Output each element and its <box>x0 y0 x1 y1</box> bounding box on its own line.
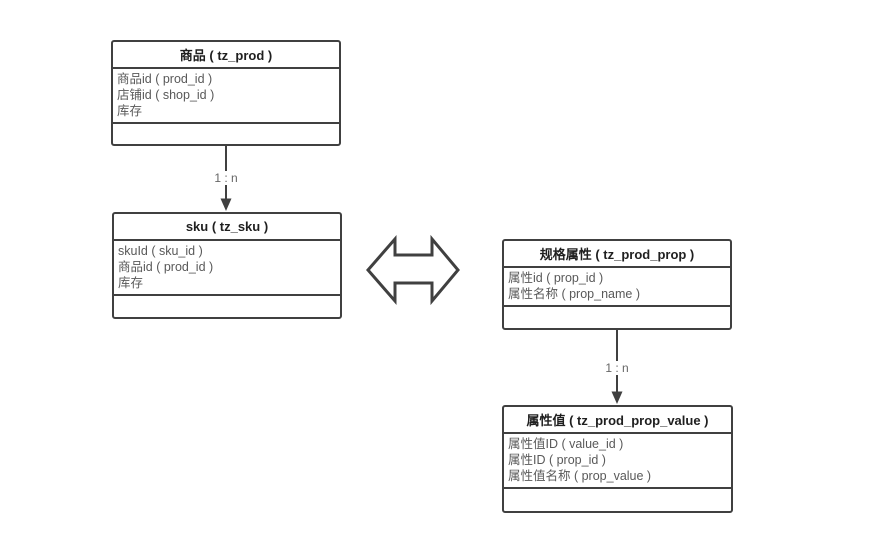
double-arrow-icon <box>366 234 460 306</box>
entity-prod: 商品 ( tz_prod ) 商品id ( prod_id ) 店铺id ( s… <box>111 40 341 146</box>
entity-field: 属性名称 ( prop_name ) <box>508 287 640 301</box>
entity-fields: skuId ( sku_id ) 商品id ( prod_id ) 库存 <box>114 241 340 296</box>
entity-field: 属性ID ( prop_id ) <box>508 453 606 467</box>
entity-footer <box>114 296 340 317</box>
entity-field: 库存 <box>118 276 144 290</box>
entity-fields: 商品id ( prod_id ) 店铺id ( shop_id ) 库存 <box>113 69 339 124</box>
entity-footer <box>504 307 730 328</box>
entity-title: 商品 ( tz_prod ) <box>113 42 339 69</box>
entity-field: 库存 <box>117 104 143 118</box>
entity-prod-prop: 规格属性 ( tz_prod_prop ) 属性id ( prop_id ) 属… <box>502 239 732 330</box>
entity-field: 属性值名称 ( prop_value ) <box>508 469 652 483</box>
entity-title: sku ( tz_sku ) <box>114 214 340 241</box>
entity-field: 商品id ( prod_id ) <box>117 72 213 86</box>
entity-field: skuId ( sku_id ) <box>118 244 203 258</box>
entity-sku: sku ( tz_sku ) skuId ( sku_id ) 商品id ( p… <box>112 212 342 319</box>
entity-prod-prop-value: 属性值 ( tz_prod_prop_value ) 属性值ID ( value… <box>502 405 733 513</box>
entity-footer <box>504 489 731 511</box>
entity-fields: 属性id ( prop_id ) 属性名称 ( prop_name ) <box>504 268 730 307</box>
arrowhead-down-icon <box>611 391 623 404</box>
arrowhead-down-icon <box>220 198 232 211</box>
entity-title: 属性值 ( tz_prod_prop_value ) <box>504 407 731 434</box>
cardinality-label-prop-value: 1 : n <box>602 361 632 375</box>
entity-field: 商品id ( prod_id ) <box>118 260 214 274</box>
entity-field: 属性id ( prop_id ) <box>508 271 604 285</box>
entity-title: 规格属性 ( tz_prod_prop ) <box>504 241 730 268</box>
entity-fields: 属性值ID ( value_id ) 属性ID ( prop_id ) 属性值名… <box>504 434 731 489</box>
entity-field: 店铺id ( shop_id ) <box>117 88 215 102</box>
cardinality-label-prod-sku: 1 : n <box>211 171 241 185</box>
entity-footer <box>113 124 339 144</box>
entity-field: 属性值ID ( value_id ) <box>508 437 624 451</box>
